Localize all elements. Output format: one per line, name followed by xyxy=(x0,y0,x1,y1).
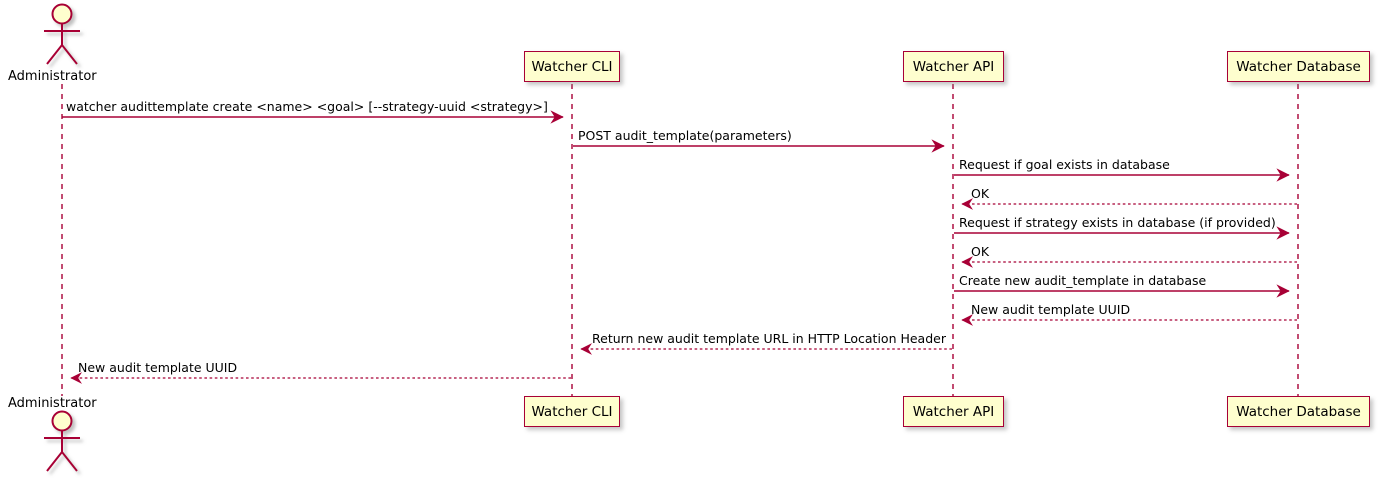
participant-label-watcher-api-bottom: Watcher API xyxy=(912,403,995,420)
message-label-7: Create new audit_template in database xyxy=(959,273,1207,288)
participant-box-watcher-cli-bottom[interactable]: Watcher CLI xyxy=(524,396,620,427)
participant-box-watcher-api-top[interactable]: Watcher API xyxy=(903,51,1004,82)
participant-label-watcher-database-top: Watcher Database xyxy=(1236,58,1361,75)
participant-label-watcher-cli-bottom: Watcher CLI xyxy=(531,403,613,420)
participant-label-watcher-api-top: Watcher API xyxy=(912,58,995,75)
message-label-6: OK xyxy=(971,244,990,259)
message-label-3: Request if goal exists in database xyxy=(959,157,1170,172)
participant-label-watcher-cli-top: Watcher CLI xyxy=(531,58,613,75)
participant-box-watcher-database-top[interactable]: Watcher Database xyxy=(1227,51,1370,82)
actor-label-administrator-top: Administrator xyxy=(8,69,97,84)
actor-administrator-bottom xyxy=(44,410,80,472)
message-label-4: OK xyxy=(971,186,990,201)
actor-label-administrator-bottom: Administrator xyxy=(8,396,97,411)
message-label-8: New audit template UUID xyxy=(971,302,1131,317)
participant-label-watcher-database-bottom: Watcher Database xyxy=(1236,403,1361,420)
participant-box-watcher-cli-top[interactable]: Watcher CLI xyxy=(524,51,620,82)
message-label-10: New audit template UUID xyxy=(78,360,238,375)
message-arrows xyxy=(62,110,1297,384)
actor-administrator-top xyxy=(44,3,80,65)
lifelines xyxy=(61,84,1299,396)
participant-box-watcher-api-bottom[interactable]: Watcher API xyxy=(903,396,1004,427)
participant-box-watcher-database-bottom[interactable]: Watcher Database xyxy=(1227,396,1370,427)
message-label-5: Request if strategy exists in database (… xyxy=(959,215,1276,230)
message-label-1: watcher audittemplate create <name> <goa… xyxy=(66,99,548,114)
message-label-9: Return new audit template URL in HTTP Lo… xyxy=(592,331,946,346)
message-label-2: POST audit_template(parameters) xyxy=(578,128,792,143)
